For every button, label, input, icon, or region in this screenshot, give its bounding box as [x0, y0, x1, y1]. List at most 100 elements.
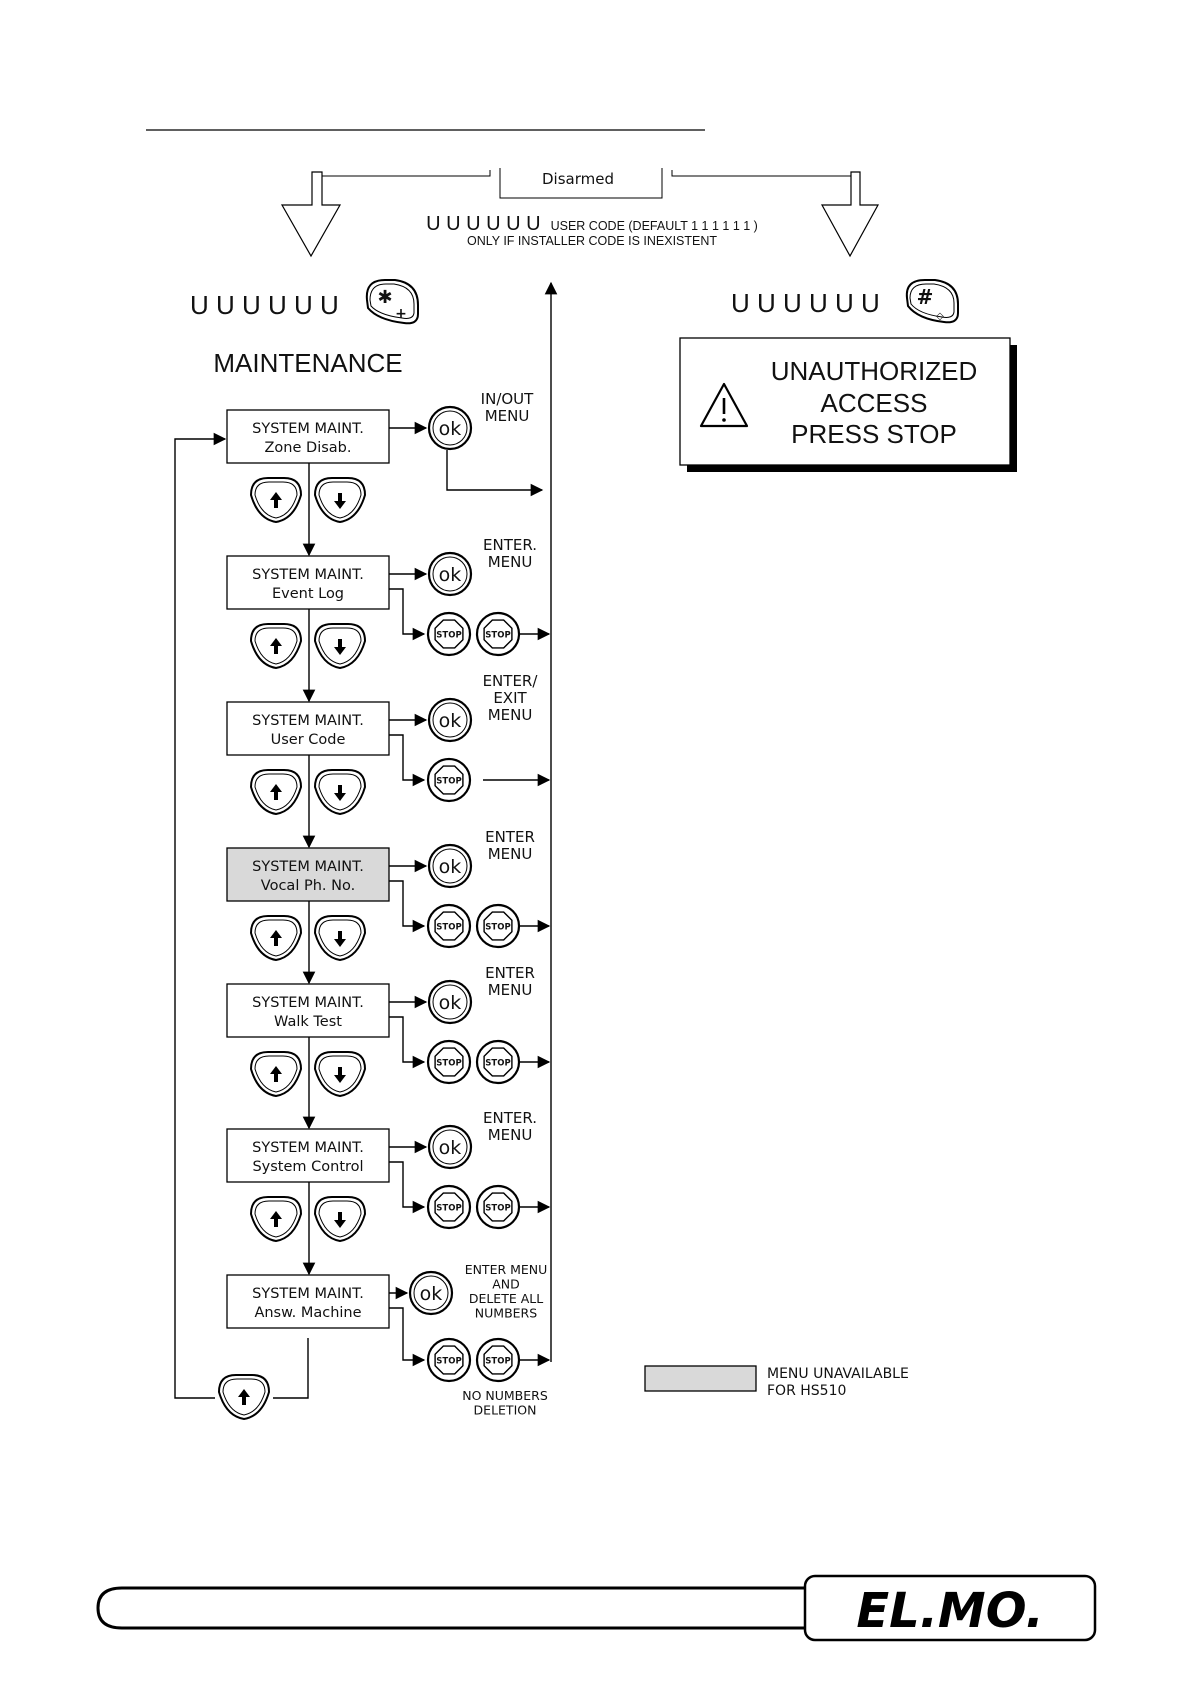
- menu-line-1: SYSTEM MAINT.: [252, 1140, 364, 1156]
- warning-line-1: UNAUTHORIZED: [771, 356, 978, 386]
- branch-line-right: [671, 170, 852, 205]
- menu-line-2: System Control: [252, 1159, 363, 1175]
- ok-action-label: EXIT: [493, 689, 527, 707]
- up-key-button[interactable]: [249, 915, 303, 962]
- menu-box[interactable]: [226, 409, 390, 464]
- maintenance-title: MAINTENANCE: [213, 348, 402, 378]
- stop-button[interactable]: STOP: [475, 1337, 521, 1383]
- ok-action-label: DELETE ALL: [469, 1291, 543, 1306]
- stop-key-label: STOP: [485, 1357, 510, 1367]
- ok-action-label: MENU: [485, 407, 530, 425]
- stop-octagon-icon: [434, 765, 464, 795]
- unauthorized-access-panel: UNAUTHORIZED ACCESS PRESS STOP: [679, 337, 1017, 472]
- menu-box[interactable]: [226, 1128, 390, 1183]
- stop-key-label: STOP: [485, 1204, 510, 1214]
- stop-octagon-icon: [483, 1047, 513, 1077]
- stop-octagon-icon: [434, 1345, 464, 1375]
- user-code-digits: U U U U U U: [426, 213, 540, 235]
- stop-button[interactable]: STOP: [426, 903, 472, 949]
- ok-action-label: ENTER: [485, 828, 535, 846]
- stop-button[interactable]: STOP: [475, 1039, 521, 1085]
- ok-key-label: ok: [439, 418, 462, 440]
- up-key-button[interactable]: [249, 769, 303, 816]
- stop-button[interactable]: STOP: [475, 1184, 521, 1230]
- menu-box[interactable]: [226, 701, 390, 756]
- up-key-button[interactable]: [249, 1196, 303, 1243]
- ok-button[interactable]: ok: [427, 405, 473, 451]
- stop-key-label: STOP: [436, 1204, 461, 1214]
- menu-line-1: SYSTEM MAINT.: [252, 1286, 364, 1302]
- ok-button[interactable]: ok: [427, 551, 473, 597]
- arrow-up-icon: [270, 638, 282, 654]
- stop-button[interactable]: STOP: [426, 1039, 472, 1085]
- down-key-button[interactable]: [313, 623, 367, 670]
- legend-line-2: FOR HS510: [767, 1383, 846, 1399]
- stop-button[interactable]: STOP: [426, 1337, 472, 1383]
- down-key-button[interactable]: [313, 477, 367, 524]
- ok-button[interactable]: ok: [427, 1124, 473, 1170]
- stop-button[interactable]: STOP: [426, 611, 472, 657]
- ok-action-label: ENTER: [485, 964, 535, 982]
- stop-button[interactable]: STOP: [475, 903, 521, 949]
- stop-octagon-icon: [483, 911, 513, 941]
- legend: MENU UNAVAILABLE FOR HS510: [644, 1365, 909, 1399]
- arrow-up-icon: [270, 930, 282, 946]
- ok-key-label: ok: [439, 710, 462, 732]
- user-code-default: USER CODE (DEFAULT 1 1 1 1 1 1 ): [551, 219, 758, 233]
- stop-key-label: STOP: [485, 923, 510, 933]
- ok-button[interactable]: ok: [427, 697, 473, 743]
- ok-action-label: MENU: [488, 845, 533, 863]
- ok-button[interactable]: ok: [408, 1270, 454, 1316]
- stop-action-label: DELETION: [474, 1403, 537, 1418]
- arrow-down-icon: [334, 493, 346, 509]
- stop-key-label: STOP: [436, 923, 461, 933]
- ok-action-label: AND: [492, 1277, 520, 1292]
- ok-action-label: MENU: [488, 981, 533, 999]
- up-key-button[interactable]: [249, 623, 303, 670]
- ok-action-label: ENTER.: [483, 536, 537, 554]
- menu-line-2: Event Log: [272, 586, 344, 602]
- loop-up-key-button[interactable]: [217, 1374, 271, 1421]
- user-code-note: U U U U U U USER CODE (DEFAULT 1 1 1 1 1…: [426, 213, 758, 235]
- up-key-button[interactable]: [249, 1051, 303, 1098]
- warning-line-2: ACCESS: [821, 388, 928, 418]
- ok-action-label: ENTER.: [483, 1109, 537, 1127]
- menu-box[interactable]: [226, 1274, 390, 1329]
- stop-octagon-icon: [434, 1047, 464, 1077]
- menu-line-2: User Code: [271, 732, 346, 748]
- menu-line-2: Walk Test: [274, 1014, 342, 1030]
- disarmed-state: Disarmed: [499, 168, 663, 199]
- stop-button[interactable]: STOP: [426, 757, 472, 803]
- ok-key-label: ok: [439, 856, 462, 878]
- down-key-button[interactable]: [313, 1051, 367, 1098]
- stop-octagon-icon: [434, 911, 464, 941]
- stop-button[interactable]: STOP: [426, 1184, 472, 1230]
- ok-action-label: MENU: [488, 706, 533, 724]
- arrow-down-icon: [334, 639, 346, 655]
- menu-box[interactable]: [226, 847, 390, 902]
- stop-button[interactable]: STOP: [475, 611, 521, 657]
- down-key-button[interactable]: [313, 1196, 367, 1243]
- down-key-button[interactable]: [313, 915, 367, 962]
- arrow-down-icon: [334, 1212, 346, 1228]
- menu-box[interactable]: [226, 555, 390, 610]
- stop-key-label: STOP: [485, 1059, 510, 1069]
- hash-key-button[interactable]: # ◇: [905, 279, 959, 324]
- menu-line-1: SYSTEM MAINT.: [252, 995, 364, 1011]
- stop-octagon-icon: [434, 1192, 464, 1222]
- menu-box[interactable]: [226, 983, 390, 1038]
- ok-key-label: ok: [420, 1283, 443, 1305]
- up-key-button[interactable]: [249, 477, 303, 524]
- stop-key-label: STOP: [436, 1357, 461, 1367]
- arrow-up-icon: [238, 1389, 250, 1405]
- ok-button[interactable]: ok: [427, 843, 473, 889]
- ok-key-label: ok: [439, 992, 462, 1014]
- down-key-button[interactable]: [313, 769, 367, 816]
- unauthorized-code-digits: U U U U U U: [731, 288, 880, 318]
- loop-back-line: [174, 432, 227, 1399]
- arrow-down-icon: [334, 785, 346, 801]
- arrow-up-icon: [270, 784, 282, 800]
- star-key-button[interactable]: ✱ +: [365, 279, 419, 325]
- elmo-logo: EL.MO.: [803, 1574, 1097, 1642]
- ok-button[interactable]: ok: [427, 979, 473, 1025]
